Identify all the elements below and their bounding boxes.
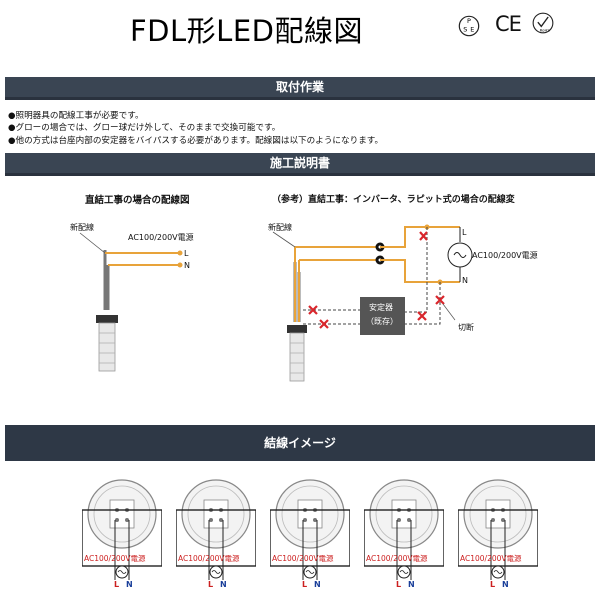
- connection-n-label: N: [126, 580, 133, 589]
- pse-letter-e: E: [470, 26, 474, 34]
- connection-power-label: AC100/200V電源: [366, 554, 428, 563]
- install-notes: ●照明器具の配線工事が必要です。 ●グローの場合では、グロー球だけ外して、そのま…: [8, 110, 383, 147]
- connection-image: [363, 472, 445, 592]
- connection-n-label: N: [502, 580, 509, 589]
- left-power-label: AC100/200V電源: [128, 233, 194, 242]
- install-note: ●グローの場合では、グロー球だけ外して、そのままで交換可能です。: [8, 123, 281, 134]
- ballast-existing-label: （既存）: [366, 317, 398, 326]
- section-bar-wiring-image: 結線イメージ: [5, 425, 595, 461]
- left-wire-label: 新配線: [70, 223, 94, 232]
- fixture-diagram: [269, 479, 351, 580]
- install-note: ●他の方式は台座内部の安定器をバイパスする必要があります。配線図は以下のようにな…: [8, 135, 384, 146]
- right-power-label: AC100/200V電源: [472, 251, 538, 260]
- page-title: FDL形LED配線図: [130, 14, 363, 48]
- section-bar-install: 取付作業: [5, 77, 595, 100]
- left-l-label: L: [184, 249, 189, 258]
- fixture-diagram: [457, 479, 539, 580]
- fixture-diagram: [363, 479, 445, 580]
- left-wiring-diagram: [79, 232, 183, 372]
- right-n-label: N: [462, 276, 468, 285]
- rohs-label: RoHS: [540, 28, 551, 33]
- left-diagram-heading: 直結工事の場合の配線図: [85, 195, 190, 206]
- connection-image: [269, 472, 351, 592]
- connection-n-label: N: [314, 580, 321, 589]
- connection-image: [457, 472, 539, 592]
- connection-image: [81, 472, 163, 592]
- connection-l-label: L: [302, 580, 308, 589]
- rohs-mark-icon: RoHS: [532, 12, 554, 34]
- pse-letter-p: P: [467, 17, 471, 25]
- pse-mark-icon: P S E: [458, 15, 480, 37]
- connection-power-label: AC100/200V電源: [460, 554, 522, 563]
- connection-power-label: AC100/200V電源: [272, 554, 334, 563]
- connection-power-label: AC100/200V電源: [178, 554, 240, 563]
- connection-n-label: N: [408, 580, 415, 589]
- connection-l-label: L: [208, 580, 214, 589]
- connection-l-label: L: [490, 580, 496, 589]
- right-diagram-heading: （参考）直結工事：インバータ、ラピット式の場合の配線変: [272, 195, 515, 205]
- install-note: ●照明器具の配線工事が必要です。: [8, 111, 144, 121]
- right-wire-label: 新配線: [268, 223, 292, 232]
- pse-letter-s: S: [463, 26, 467, 34]
- connection-l-label: L: [396, 580, 402, 589]
- ballast-label: 安定器: [369, 303, 393, 312]
- fixture-diagram: [81, 479, 163, 580]
- connection-n-label: N: [220, 580, 227, 589]
- connection-image: [175, 472, 257, 592]
- section-bar-instructions: 施工説明書: [5, 153, 595, 176]
- fixture-diagram: [175, 479, 257, 580]
- ce-mark: CE: [495, 12, 522, 36]
- left-n-label: N: [184, 261, 190, 270]
- connection-power-label: AC100/200V電源: [84, 554, 146, 563]
- connection-l-label: L: [114, 580, 120, 589]
- cut-label: 切断: [458, 323, 474, 332]
- right-wiring-diagram: [272, 224, 473, 382]
- right-l-label: L: [462, 228, 467, 237]
